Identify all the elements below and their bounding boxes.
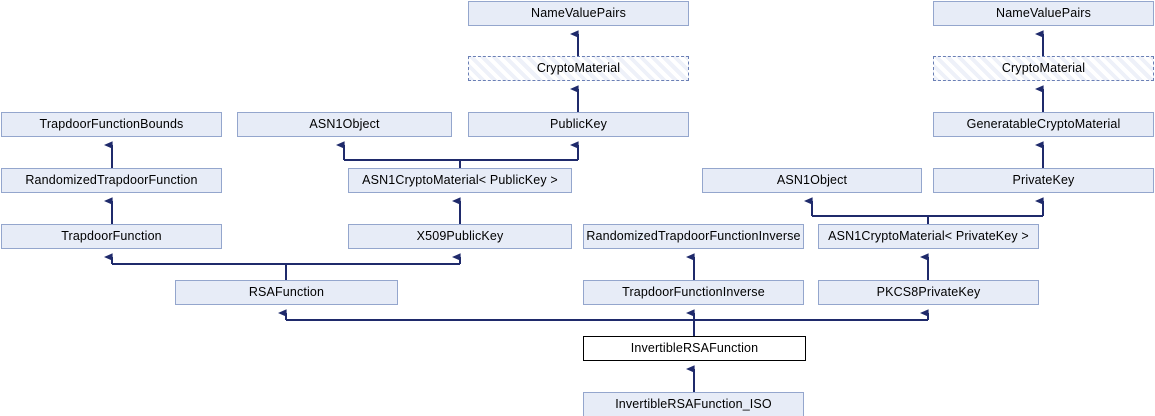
- class-node-trapdoorfunctionbounds[interactable]: TrapdoorFunctionBounds: [1, 112, 222, 137]
- class-node-cryptomaterial-right[interactable]: CryptoMaterial: [933, 56, 1154, 81]
- class-node-invertiblersafunction-iso[interactable]: InvertibleRSAFunction_ISO: [583, 392, 804, 416]
- class-node-label: GeneratableCryptoMaterial: [966, 117, 1121, 131]
- class-node-asn1object-left[interactable]: ASN1Object: [237, 112, 452, 137]
- class-node-asn1cm-privatekey[interactable]: ASN1CryptoMaterial< PrivateKey >: [818, 224, 1039, 249]
- class-node-label: NameValuePairs: [531, 6, 626, 20]
- class-node-namevaluepairs-left[interactable]: NameValuePairs: [468, 1, 689, 26]
- class-node-randomizedtfinverse[interactable]: RandomizedTrapdoorFunctionInverse: [583, 224, 804, 249]
- class-node-label: ASN1Object: [776, 173, 848, 187]
- class-node-cryptomaterial-left[interactable]: CryptoMaterial: [468, 56, 689, 81]
- class-node-label: PublicKey: [550, 117, 607, 131]
- class-node-namevaluepairs-right[interactable]: NameValuePairs: [933, 1, 1154, 26]
- class-node-label: ASN1Object: [309, 117, 380, 131]
- class-node-asn1cm-publickey[interactable]: ASN1CryptoMaterial< PublicKey >: [348, 168, 572, 193]
- class-node-randomizedtrapdoorfunction[interactable]: RandomizedTrapdoorFunction: [1, 168, 222, 193]
- class-node-label: ASN1CryptoMaterial< PublicKey >: [362, 173, 558, 187]
- class-node-generatablecryptomaterial[interactable]: GeneratableCryptoMaterial: [933, 112, 1154, 137]
- class-node-label: TrapdoorFunction: [61, 229, 162, 243]
- class-node-label: RandomizedTrapdoorFunction: [25, 173, 198, 187]
- class-node-privatekey[interactable]: PrivateKey: [933, 168, 1154, 193]
- class-node-label: PKCS8PrivateKey: [876, 285, 981, 299]
- class-node-label: TrapdoorFunctionBounds: [39, 117, 184, 131]
- class-node-label: X509PublicKey: [416, 229, 504, 243]
- class-node-rsafunction[interactable]: RSAFunction: [175, 280, 398, 305]
- class-node-label: PrivateKey: [1012, 173, 1075, 187]
- class-node-pkcs8privatekey[interactable]: PKCS8PrivateKey: [818, 280, 1039, 305]
- class-node-trapdoorfunction[interactable]: TrapdoorFunction: [1, 224, 222, 249]
- class-node-x509publickey[interactable]: X509PublicKey: [348, 224, 572, 249]
- class-node-label: InvertibleRSAFunction_ISO: [615, 397, 772, 411]
- class-node-label: InvertibleRSAFunction: [630, 341, 759, 355]
- class-node-label: RandomizedTrapdoorFunctionInverse: [586, 229, 801, 243]
- class-node-label: CryptoMaterial: [1001, 61, 1086, 75]
- class-node-label: NameValuePairs: [996, 6, 1091, 20]
- class-node-trapdoorfunctioninverse[interactable]: TrapdoorFunctionInverse: [583, 280, 804, 305]
- class-node-label: ASN1CryptoMaterial< PrivateKey >: [828, 229, 1029, 243]
- class-node-asn1object-right[interactable]: ASN1Object: [702, 168, 922, 193]
- class-node-label: TrapdoorFunctionInverse: [622, 285, 765, 299]
- class-node-label: CryptoMaterial: [536, 61, 621, 75]
- class-node-invertiblersafunction[interactable]: InvertibleRSAFunction: [583, 336, 806, 361]
- class-node-label: RSAFunction: [248, 285, 325, 299]
- class-node-publickey[interactable]: PublicKey: [468, 112, 689, 137]
